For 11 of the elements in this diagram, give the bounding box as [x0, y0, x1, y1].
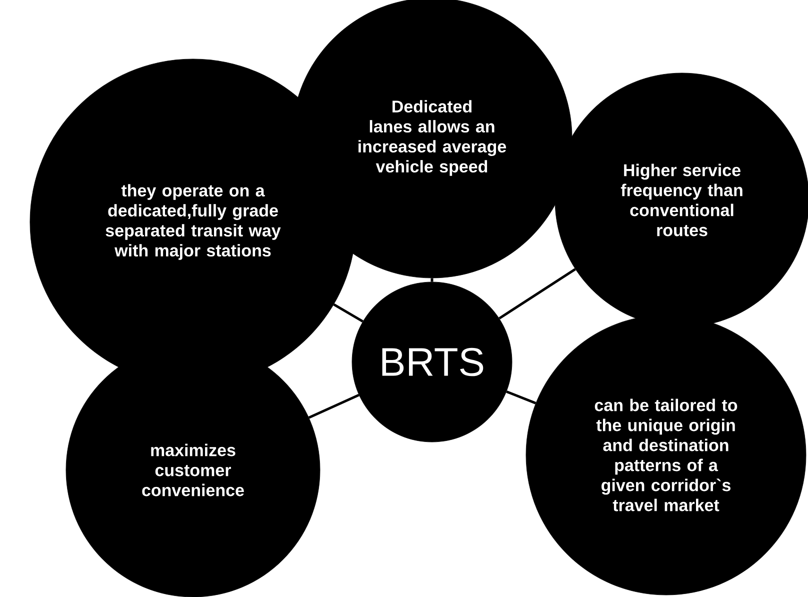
circle-node: maximizes customer convenience — [66, 342, 320, 597]
connector-line — [333, 303, 364, 323]
node-label: Higher service frequency than conventional routes — [620, 164, 742, 236]
connector-line — [308, 394, 360, 419]
node-label: maximizes customer convenience — [142, 444, 244, 496]
circle-node: can be tailored to the unique origin and destination patterns of a given corridor`s travel market — [526, 314, 806, 596]
connector-line — [506, 390, 536, 404]
connector-line — [430, 278, 434, 282]
connector-line — [498, 268, 576, 320]
circle-node: Higher service frequency than conventional routes — [554, 72, 808, 328]
circle-node: BRTS — [352, 282, 512, 442]
